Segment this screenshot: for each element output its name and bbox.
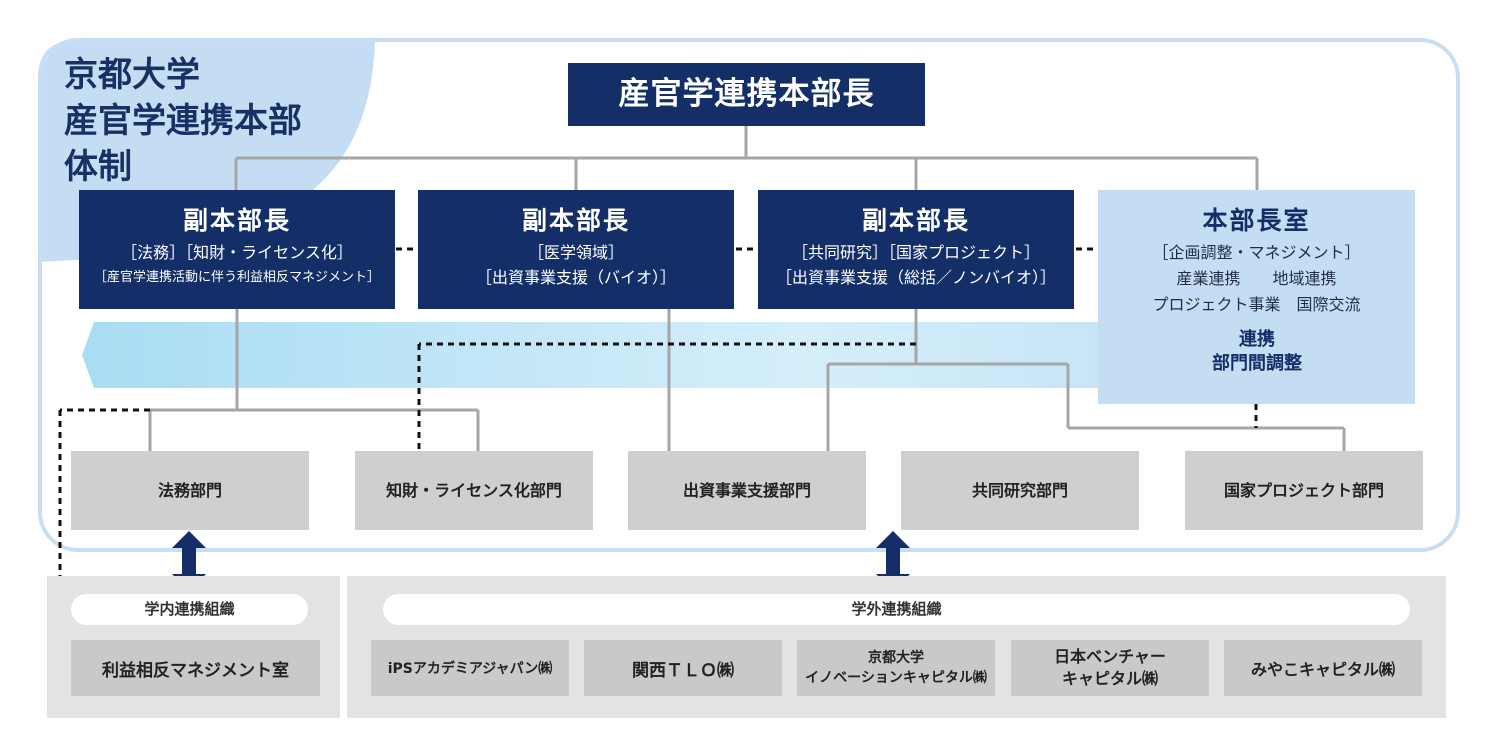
org-name: iPSアカデミアジャパン㈱: [387, 661, 553, 677]
deputy-scope: ［出資事業支援（総括／ノンバイオ）］: [775, 268, 1056, 287]
deputy-director-box-medical: 副本部長 ［医学領域］ ［出資事業支援（バイオ）］: [418, 190, 734, 309]
org-name-line-2: イノベーションキャピタル㈱: [805, 670, 987, 686]
division-ip-licensing: 知財・ライセンス化部門: [355, 451, 593, 530]
title-line-1: 京都大学: [64, 55, 200, 95]
deputy-heading: 副本部長: [861, 206, 970, 235]
deputy-scope: ［産官学連携活動に伴う利益相反マネジメント］: [93, 270, 380, 285]
deputy-director-box-legal: 副本部長 ［法務］［知財・ライセンス化］ ［産官学連携活動に伴う利益相反マネジメ…: [79, 190, 395, 309]
org-name: 利益相反マネジメント室: [102, 660, 289, 681]
head-of-headquarters-box: 産官学連携本部長: [568, 63, 925, 126]
headquarters-frame: [38, 38, 1460, 552]
title-line-3: 体制: [64, 147, 132, 187]
deputy-scope: ［法務］［知財・ライセンス化］: [121, 243, 353, 262]
org-name-line-2: キャピタル㈱: [1061, 669, 1158, 688]
coordination-band: [82, 322, 1400, 388]
division-legal: 法務部門: [71, 451, 309, 530]
org-name: みやこキャピタル㈱: [1250, 660, 1395, 679]
office-scope: ［企画調整・マネジメント］: [1152, 243, 1361, 262]
deputy-director-box-research: 副本部長 ［共同研究］［国家プロジェクト］ ［出資事業支援（総括／ノンバイオ）］: [758, 190, 1074, 309]
diagram-title: 京都大学 産官学連携本部 体制: [64, 52, 302, 190]
office-scope: プロジェクト事業 国際交流: [1152, 295, 1361, 314]
coordination-line-2: 部門間調整: [1212, 353, 1302, 374]
external-org-kyoto-ic: 京都大学 イノベーションキャピタル㈱: [797, 640, 995, 696]
external-partners-label: 学外連携組織: [383, 594, 1410, 625]
deputy-scope: ［医学領域］: [527, 243, 624, 262]
internal-partners-label: 学内連携組織: [71, 594, 308, 625]
org-name-line-1: 京都大学: [868, 650, 924, 666]
external-org-jvc: 日本ベンチャー キャピタル㈱: [1011, 640, 1209, 696]
division-investment-support: 出資事業支援部門: [628, 451, 866, 530]
external-org-miyako: みやこキャピタル㈱: [1224, 640, 1422, 696]
division-joint-research: 共同研究部門: [901, 451, 1139, 530]
deputy-heading: 副本部長: [521, 206, 630, 235]
internal-org-coi-office: 利益相反マネジメント室: [71, 640, 320, 696]
org-name: 関西ＴＬＯ㈱: [632, 660, 734, 681]
division-national-projects: 国家プロジェクト部門: [1185, 451, 1423, 530]
coordination-line-1: 連携: [1239, 329, 1275, 350]
deputy-scope: ［出資事業支援（バイオ）］: [475, 268, 676, 287]
office-scope: 産業連携 地域連携: [1176, 269, 1337, 288]
office-heading: 本部長室: [1202, 206, 1311, 235]
deputy-scope: ［共同研究］［国家プロジェクト］: [791, 243, 1040, 262]
director-office-box: 本部長室 ［企画調整・マネジメント］ 産業連携 地域連携 プロジェクト事業 国際…: [1098, 190, 1415, 404]
coordination-label: 連携 部門間調整: [1102, 328, 1412, 376]
org-name-line-1: 日本ベンチャー: [1054, 647, 1166, 666]
external-org-kansai-tlo: 関西ＴＬＯ㈱: [584, 640, 782, 696]
deputy-heading: 副本部長: [182, 206, 291, 235]
title-line-2: 産官学連携本部: [64, 101, 302, 141]
external-org-ips: iPSアカデミアジャパン㈱: [371, 640, 569, 696]
